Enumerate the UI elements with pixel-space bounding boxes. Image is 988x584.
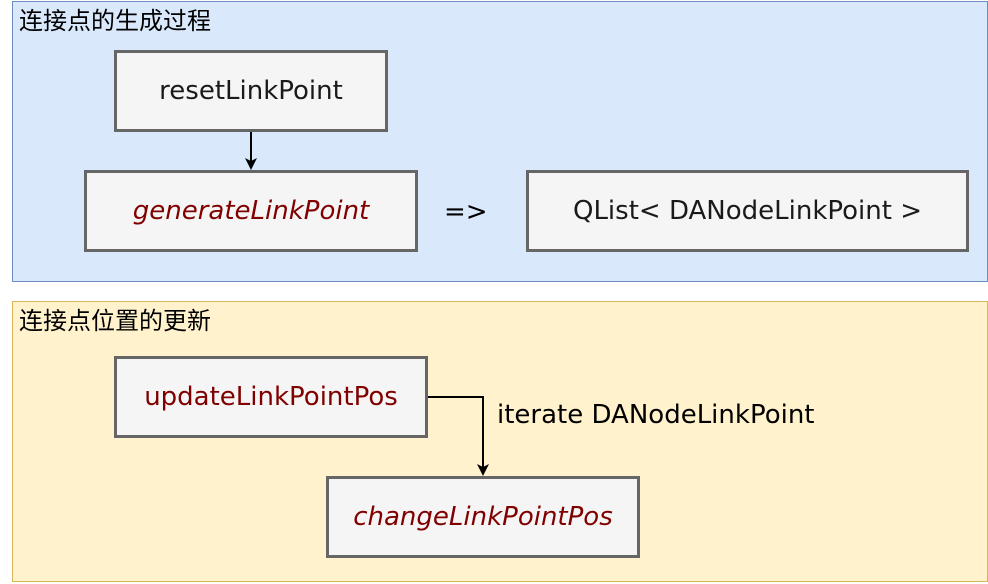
node-reset-link-point[interactable]: resetLinkPoint — [114, 50, 388, 132]
group-title-generation: 连接点的生成过程 — [19, 7, 211, 35]
group-title-update: 连接点位置的更新 — [19, 307, 211, 335]
implies-label: => — [444, 197, 488, 227]
node-update-link-point-pos[interactable]: updateLinkPointPos — [114, 356, 428, 438]
node-qlist-link-point[interactable]: QList< DANodeLinkPoint > — [526, 170, 969, 252]
iterate-edge-label: iterate DANodeLinkPoint — [497, 400, 815, 430]
node-generate-link-point[interactable]: generateLinkPoint — [84, 170, 418, 252]
node-change-link-point-pos[interactable]: changeLinkPointPos — [326, 476, 640, 558]
